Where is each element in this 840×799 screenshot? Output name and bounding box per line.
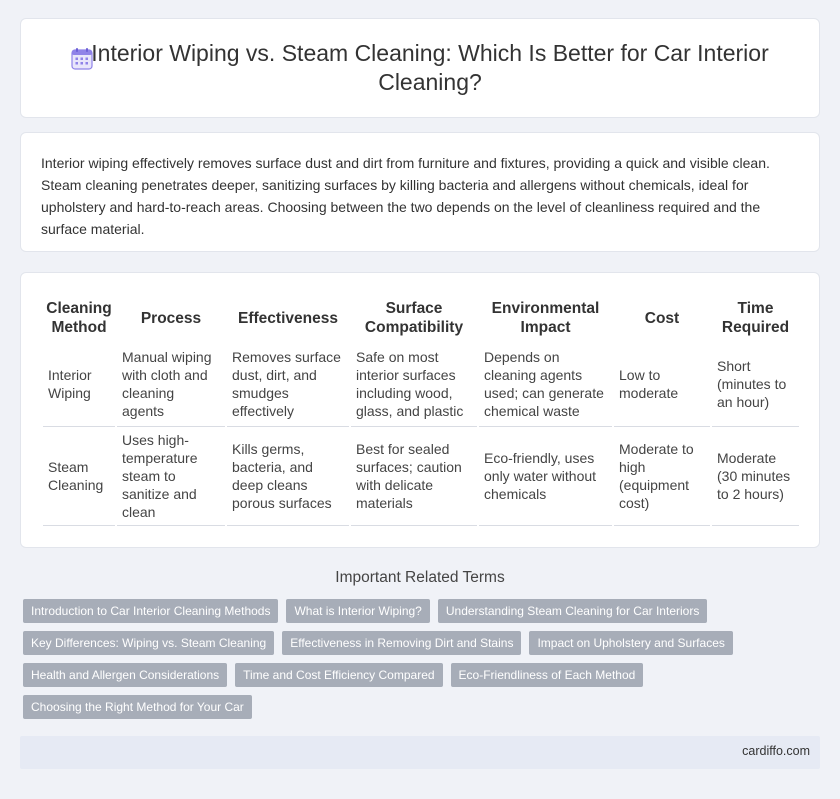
table-cell: Best for sealed surfaces; caution with d… bbox=[349, 426, 478, 526]
table-cell: Manual wiping with cloth and cleaning ag… bbox=[115, 342, 226, 427]
column-header: Effectiveness bbox=[225, 295, 350, 343]
comparison-table: Cleaning Method Process Effectiveness Su… bbox=[43, 295, 799, 526]
column-header: Cleaning Method bbox=[43, 295, 116, 343]
intro-card: Interior wiping effectively removes surf… bbox=[20, 132, 820, 252]
related-term-tag[interactable]: Understanding Steam Cleaning for Car Int… bbox=[437, 599, 708, 623]
intro-paragraph: Interior wiping effectively removes surf… bbox=[41, 155, 770, 237]
table-cell: Uses high-temperature steam to sanitize … bbox=[115, 426, 226, 526]
related-terms-list: Introduction to Car Interior Cleaning Me… bbox=[23, 599, 783, 719]
related-term-tag[interactable]: Eco-Friendliness of Each Method bbox=[450, 663, 644, 687]
related-term-tag[interactable]: Choosing the Right Method for Your Car bbox=[23, 695, 252, 719]
table-cell: Moderate to high (equipment cost) bbox=[612, 426, 711, 526]
related-term-tag[interactable]: Time and Cost Efficiency Compared bbox=[235, 663, 443, 687]
column-header: Surface Compatibility bbox=[349, 295, 478, 343]
related-terms-heading: Important Related Terms bbox=[335, 569, 505, 586]
column-header: Time Required bbox=[710, 295, 799, 343]
table-cell: Low to moderate bbox=[612, 342, 711, 427]
column-header: Cost bbox=[612, 295, 711, 343]
table-row: Steam Cleaning Uses high-temperature ste… bbox=[43, 426, 799, 526]
footer: cardiffo.com bbox=[20, 736, 820, 769]
related-term-tag[interactable]: Key Differences: Wiping vs. Steam Cleani… bbox=[23, 631, 275, 655]
footer-site-link[interactable]: cardiffo.com bbox=[742, 744, 810, 758]
table-row: Interior Wiping Manual wiping with cloth… bbox=[43, 342, 799, 427]
comparison-card: Cleaning Method Process Effectiveness Su… bbox=[20, 272, 820, 548]
related-term-tag[interactable]: Introduction to Car Interior Cleaning Me… bbox=[23, 599, 279, 623]
table-cell: Interior Wiping bbox=[43, 342, 116, 427]
related-term-tag[interactable]: Impact on Upholstery and Surfaces bbox=[529, 631, 733, 655]
table-cell: Moderate (30 minutes to 2 hours) bbox=[710, 426, 799, 526]
table-cell: Safe on most interior surfaces including… bbox=[349, 342, 478, 427]
column-header: Environmental Impact bbox=[477, 295, 613, 343]
table-cell: Steam Cleaning bbox=[43, 426, 116, 526]
calendar-icon bbox=[71, 48, 93, 70]
table-cell: Removes surface dust, dirt, and smudges … bbox=[225, 342, 350, 427]
table-cell: Kills germs, bacteria, and deep cleans p… bbox=[225, 426, 350, 526]
related-term-tag[interactable]: Health and Allergen Considerations bbox=[23, 663, 228, 687]
page-title: Interior Wiping vs. Steam Cleaning: Whic… bbox=[91, 40, 769, 95]
column-header: Process bbox=[115, 295, 226, 343]
table-cell: Depends on cleaning agents used; can gen… bbox=[477, 342, 613, 427]
table-cell: Short (minutes to an hour) bbox=[710, 342, 799, 427]
table-header-row: Cleaning Method Process Effectiveness Su… bbox=[43, 295, 799, 343]
title-card: Interior Wiping vs. Steam Cleaning: Whic… bbox=[20, 18, 820, 118]
related-term-tag[interactable]: Effectiveness in Removing Dirt and Stain… bbox=[282, 631, 522, 655]
table-cell: Eco-friendly, uses only water without ch… bbox=[477, 426, 613, 526]
related-term-tag[interactable]: What is Interior Wiping? bbox=[286, 599, 430, 623]
